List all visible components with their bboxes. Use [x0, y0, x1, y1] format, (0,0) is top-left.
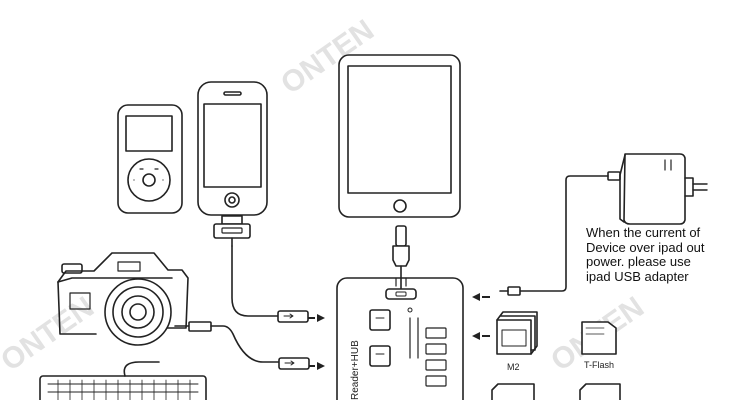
adapter-cable	[499, 175, 609, 296]
camera-usb-cable	[174, 321, 280, 363]
dock-connector-icon	[213, 215, 251, 247]
note-line: ipad USB adapter	[586, 268, 689, 284]
power-adapter-icon	[607, 153, 708, 225]
usb-plug-icon	[277, 310, 310, 370]
svg-text:ONTEN: ONTEN	[275, 13, 380, 100]
note-line: power. please use	[586, 254, 691, 269]
iphone-icon	[197, 81, 268, 216]
sd-card-icon	[491, 383, 621, 401]
dock-usb-cable	[231, 245, 279, 317]
card-reader-hub: Reader+HUB	[336, 277, 464, 405]
tflash-label: T-Flash	[584, 360, 614, 370]
m2-card-icon: M2	[496, 311, 538, 372]
camera-icon	[57, 252, 189, 346]
note-line: Device over ipad out	[586, 239, 705, 255]
m2-label: M2	[507, 362, 520, 372]
ipod-icon	[117, 104, 183, 214]
lightning-plug-icon	[392, 225, 410, 289]
tflash-card-icon: T-Flash	[581, 321, 617, 370]
watermark: ONTEN ONTEN ONTEN	[0, 13, 650, 377]
note-line: When the current of	[586, 225, 701, 240]
ipad-icon	[338, 54, 461, 218]
power-note: When the current of Device over ipad out…	[586, 225, 746, 284]
keyboard-icon	[39, 361, 207, 405]
hub-label: Reader+HUB	[350, 340, 361, 400]
